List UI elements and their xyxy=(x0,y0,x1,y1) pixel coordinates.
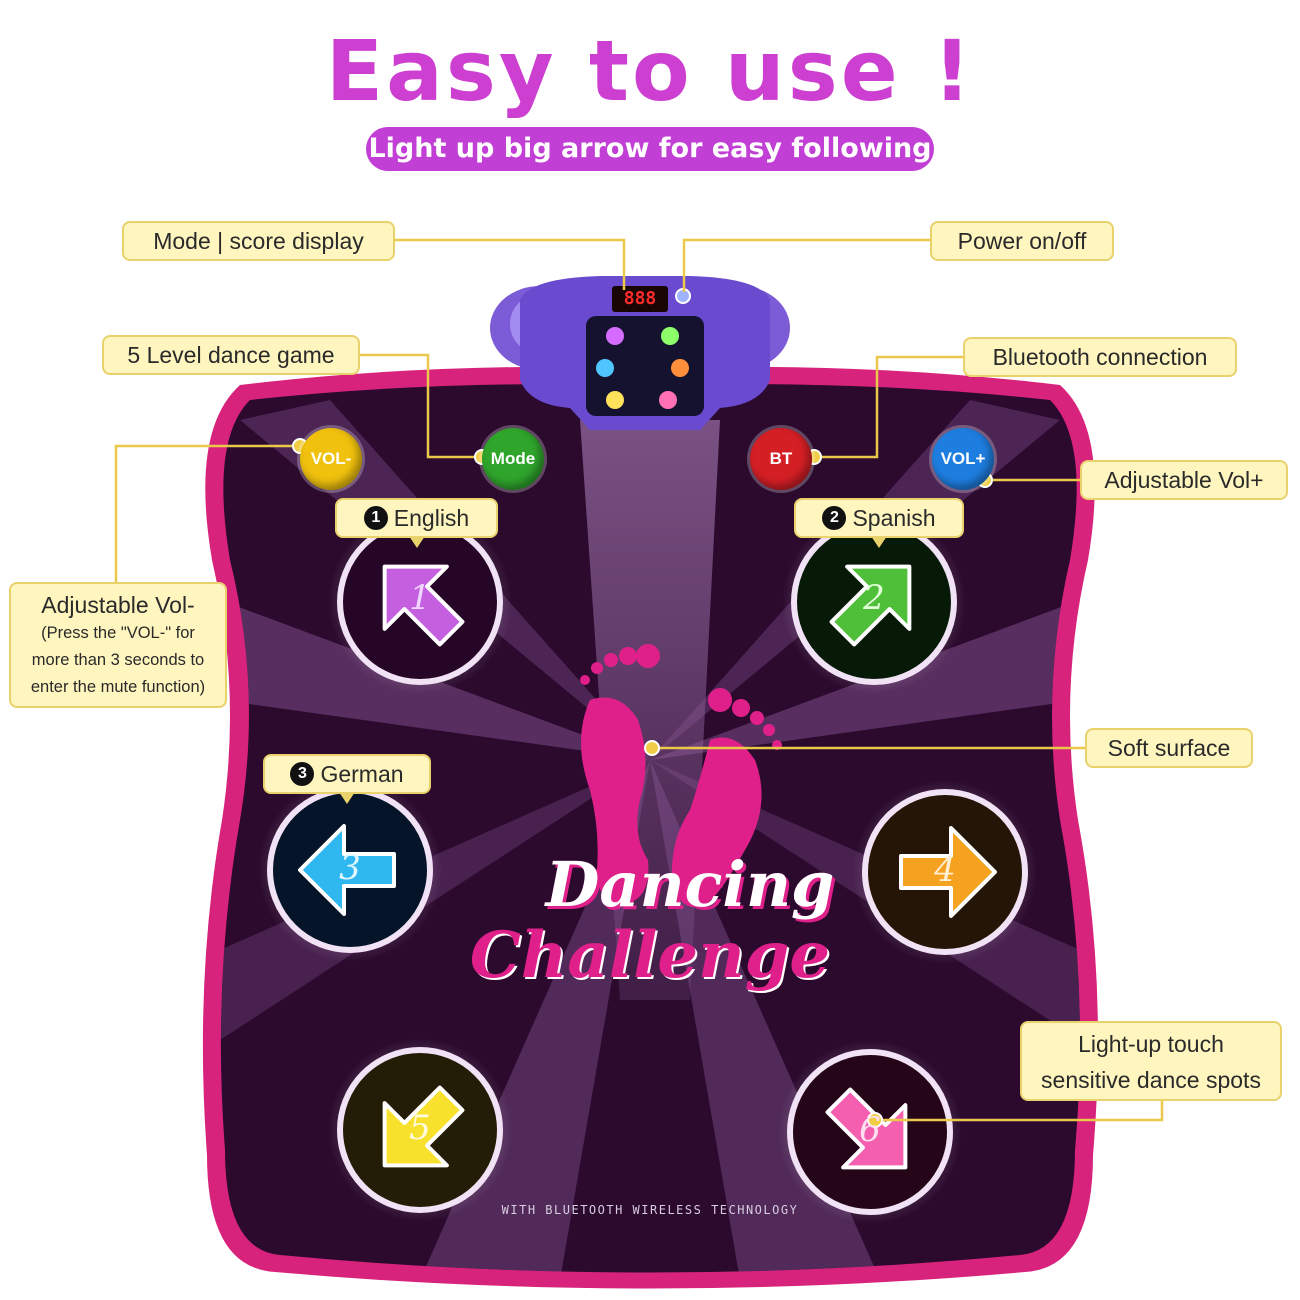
callout-vol-minus-line3: enter the mute function) xyxy=(30,678,206,696)
callout-soft-surface: Soft surface xyxy=(1085,728,1253,768)
number-badge: 3 xyxy=(290,761,315,786)
callout-level: 5 Level dance game xyxy=(102,335,360,375)
callout-pointer xyxy=(871,536,887,548)
arrow-pad-4 xyxy=(899,826,997,918)
score-display: 888 xyxy=(623,288,657,309)
callout-english-text: English xyxy=(393,505,470,531)
mat-footer-text: WITH BLUETOOTH WIRELESS TECHNOLOGY xyxy=(501,1203,799,1217)
bluetooth-button[interactable]: BT xyxy=(750,428,812,490)
callout-vol-plus: Adjustable Vol+ xyxy=(1080,460,1288,500)
arrow-pad-2 xyxy=(829,564,912,647)
leader-lines xyxy=(114,238,1164,1122)
callout-vol-minus: Adjustable Vol- (Press the "VOL-" for mo… xyxy=(9,582,227,708)
mode-button[interactable]: Mode xyxy=(482,428,544,490)
callout-german-text: German xyxy=(320,761,404,787)
callout-touch-spots: Light-up touch sensitive dance spots xyxy=(1020,1021,1282,1101)
callout-power: Power on/off xyxy=(930,221,1114,261)
pad-5-number[interactable]: 5 xyxy=(409,1108,431,1148)
callout-mode-score: Mode | score display xyxy=(122,221,395,261)
control-console xyxy=(490,276,790,430)
logo-dancing: Dancing xyxy=(545,848,835,921)
callout-touch-line2: sensitive dance spots xyxy=(1041,1067,1261,1093)
callout-touch-line1: Light-up touch xyxy=(1078,1031,1224,1057)
pad-1-number[interactable]: 1 xyxy=(409,578,431,618)
pad-4-number[interactable]: 4 xyxy=(934,850,956,890)
callout-pointer xyxy=(339,792,355,804)
pad-3-number[interactable]: 3 xyxy=(339,848,361,888)
pad-arrows xyxy=(298,564,997,1170)
logo-challenge: Challenge xyxy=(469,918,831,993)
pad-6-number[interactable]: 6 xyxy=(859,1110,881,1150)
arrow-pad-3 xyxy=(298,824,396,916)
vol-minus-button[interactable]: VOL- xyxy=(300,428,362,490)
footprints xyxy=(580,644,782,908)
callout-vol-minus-line2: more than 3 seconds to xyxy=(31,651,205,669)
arrow-pad-1 xyxy=(382,564,465,647)
callout-spanish-text: Spanish xyxy=(852,505,936,531)
subtitle-banner: Light up big arrow for easy following xyxy=(366,127,934,171)
number-badge: 2 xyxy=(822,505,847,530)
arrow-pad-5 xyxy=(382,1085,465,1168)
arrow-pad-6 xyxy=(825,1087,908,1170)
power-button[interactable] xyxy=(676,289,690,303)
callout-bluetooth: Bluetooth connection xyxy=(963,337,1237,377)
number-badge: 1 xyxy=(363,505,388,530)
pad-2-number[interactable]: 2 xyxy=(863,578,885,618)
callout-pointer xyxy=(408,536,425,548)
page-title: Easy to use ! xyxy=(325,22,975,120)
callout-vol-minus-title: Adjustable Vol- xyxy=(41,592,195,618)
vol-plus-button[interactable]: VOL+ xyxy=(932,428,994,490)
callout-vol-minus-line1: (Press the "VOL-" for xyxy=(41,624,195,642)
